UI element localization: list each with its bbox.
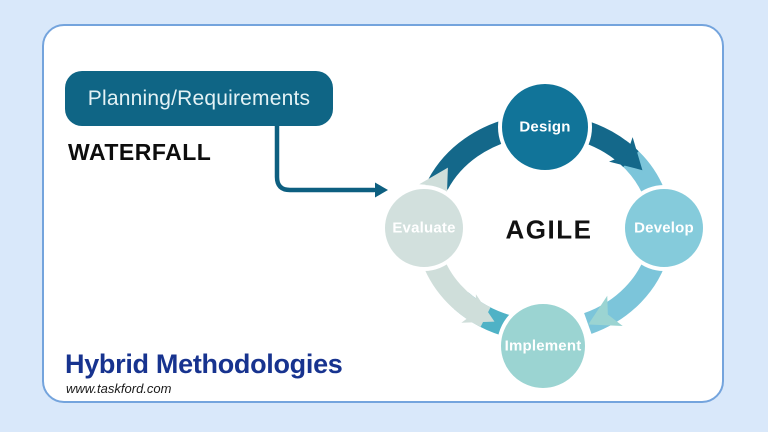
agile-title: AGILE: [505, 214, 593, 245]
phase-label-design: Design: [519, 118, 571, 136]
website-url: www.taskford.com: [66, 381, 172, 396]
phase-label-develop: Develop: [634, 219, 694, 237]
page-title: Hybrid Methodologies: [65, 349, 343, 379]
phase-label-implement: Implement: [504, 337, 582, 355]
waterfall-stage-label: Planning/Requirements: [87, 86, 311, 110]
phase-label-evaluate: Evaluate: [392, 219, 456, 237]
waterfall-title: WATERFALL: [68, 139, 212, 165]
waterfall-stage-pill: Planning/Requirements: [65, 71, 333, 126]
